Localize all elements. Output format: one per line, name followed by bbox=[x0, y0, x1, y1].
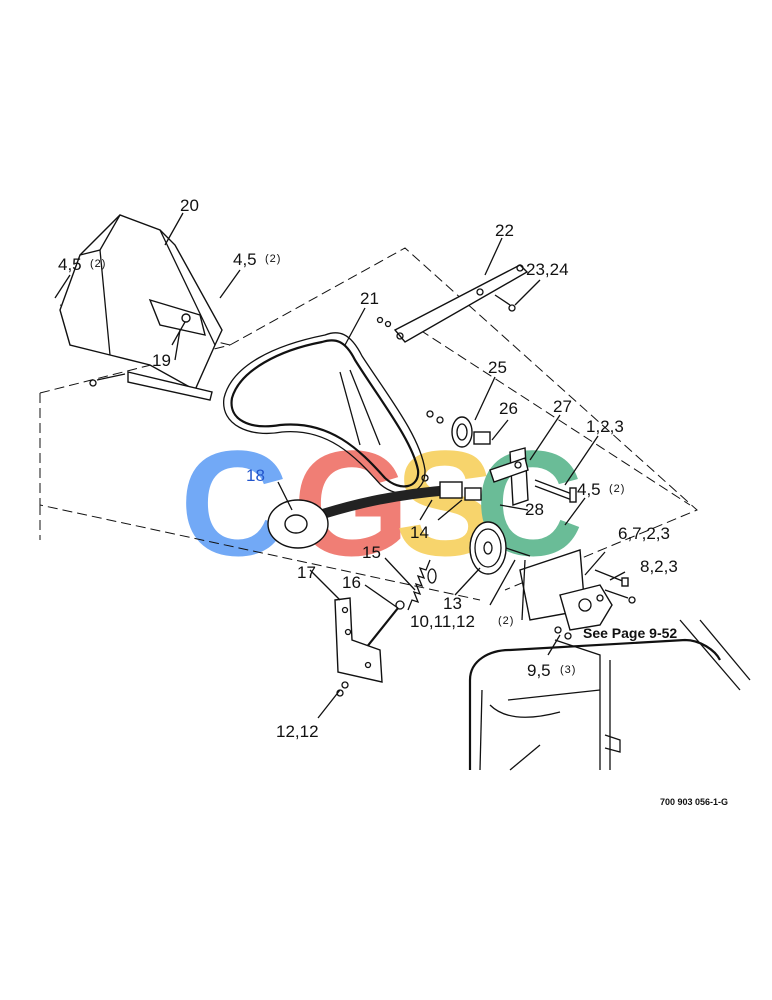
watermark-letter-c1: C bbox=[180, 419, 288, 587]
callout-13: 13 bbox=[443, 594, 462, 613]
callout-4-5-top: 4,5 bbox=[233, 250, 257, 269]
callout-21: 21 bbox=[360, 289, 379, 308]
see-page-reference: See Page 9-52 bbox=[583, 625, 677, 641]
callout-27: 27 bbox=[553, 397, 572, 416]
callout-18: 18 bbox=[246, 466, 265, 485]
callout-9-5: 9,5 bbox=[527, 661, 551, 680]
spring-part-15 bbox=[407, 559, 437, 611]
idler-pulley-part-25 bbox=[426, 410, 491, 448]
bolt-part-1 bbox=[534, 479, 577, 503]
callout-4-5-right: 4,5 bbox=[577, 480, 601, 499]
callout-17: 17 bbox=[297, 563, 316, 582]
machine-frame bbox=[468, 619, 751, 771]
callout-20: 20 bbox=[180, 196, 199, 215]
v-belt-part-21 bbox=[223, 332, 426, 494]
callout-19: 19 bbox=[152, 351, 171, 370]
callout-26: 26 bbox=[499, 399, 518, 418]
leader-lines bbox=[54, 212, 626, 719]
callout-28: 28 bbox=[525, 500, 544, 519]
tension-arm-part-22 bbox=[376, 264, 529, 343]
callout-4-5-left-qty: (2) bbox=[90, 258, 106, 270]
callout-10-11-12: 10,11,12 bbox=[410, 612, 475, 631]
bracket-part-17 bbox=[334, 597, 383, 697]
callout-6-7-2-3: 6,7,2,3 bbox=[618, 524, 670, 543]
callout-8-2-3: 8,2,3 bbox=[640, 557, 678, 576]
callout-16: 16 bbox=[342, 573, 361, 592]
callout-9-5-qty: (3) bbox=[560, 664, 576, 676]
pulley-part-13 bbox=[469, 521, 531, 575]
callout-1-2-3: 1,2,3 bbox=[586, 417, 624, 436]
callout-14: 14 bbox=[410, 523, 429, 542]
drive-pulley-part-18 bbox=[267, 499, 329, 549]
callout-10-11-12-qty: (2) bbox=[498, 615, 514, 627]
callout-22: 22 bbox=[495, 221, 514, 240]
callout-4-5-left: 4,5 bbox=[58, 255, 82, 274]
shield-bracket bbox=[89, 371, 213, 401]
assembly-outline bbox=[39, 247, 698, 601]
callout-23-24: 23,24 bbox=[526, 260, 569, 279]
drawing-number: 700 903 056-1-G bbox=[660, 797, 728, 807]
callout-25: 25 bbox=[488, 358, 507, 377]
idler-bracket-part-27 bbox=[489, 447, 529, 506]
shield-part-20 bbox=[59, 214, 223, 391]
callout-12-12: 12,12 bbox=[276, 722, 319, 741]
gearbox-mount bbox=[519, 549, 636, 640]
callout-15: 15 bbox=[362, 543, 381, 562]
callout-labels: 20 4,5 (2) 4,5 (2) 19 22 23,24 21 25 26 … bbox=[58, 196, 728, 807]
callout-4-5-right-qty: (2) bbox=[609, 483, 625, 495]
callout-4-5-top-qty: (2) bbox=[265, 253, 281, 265]
